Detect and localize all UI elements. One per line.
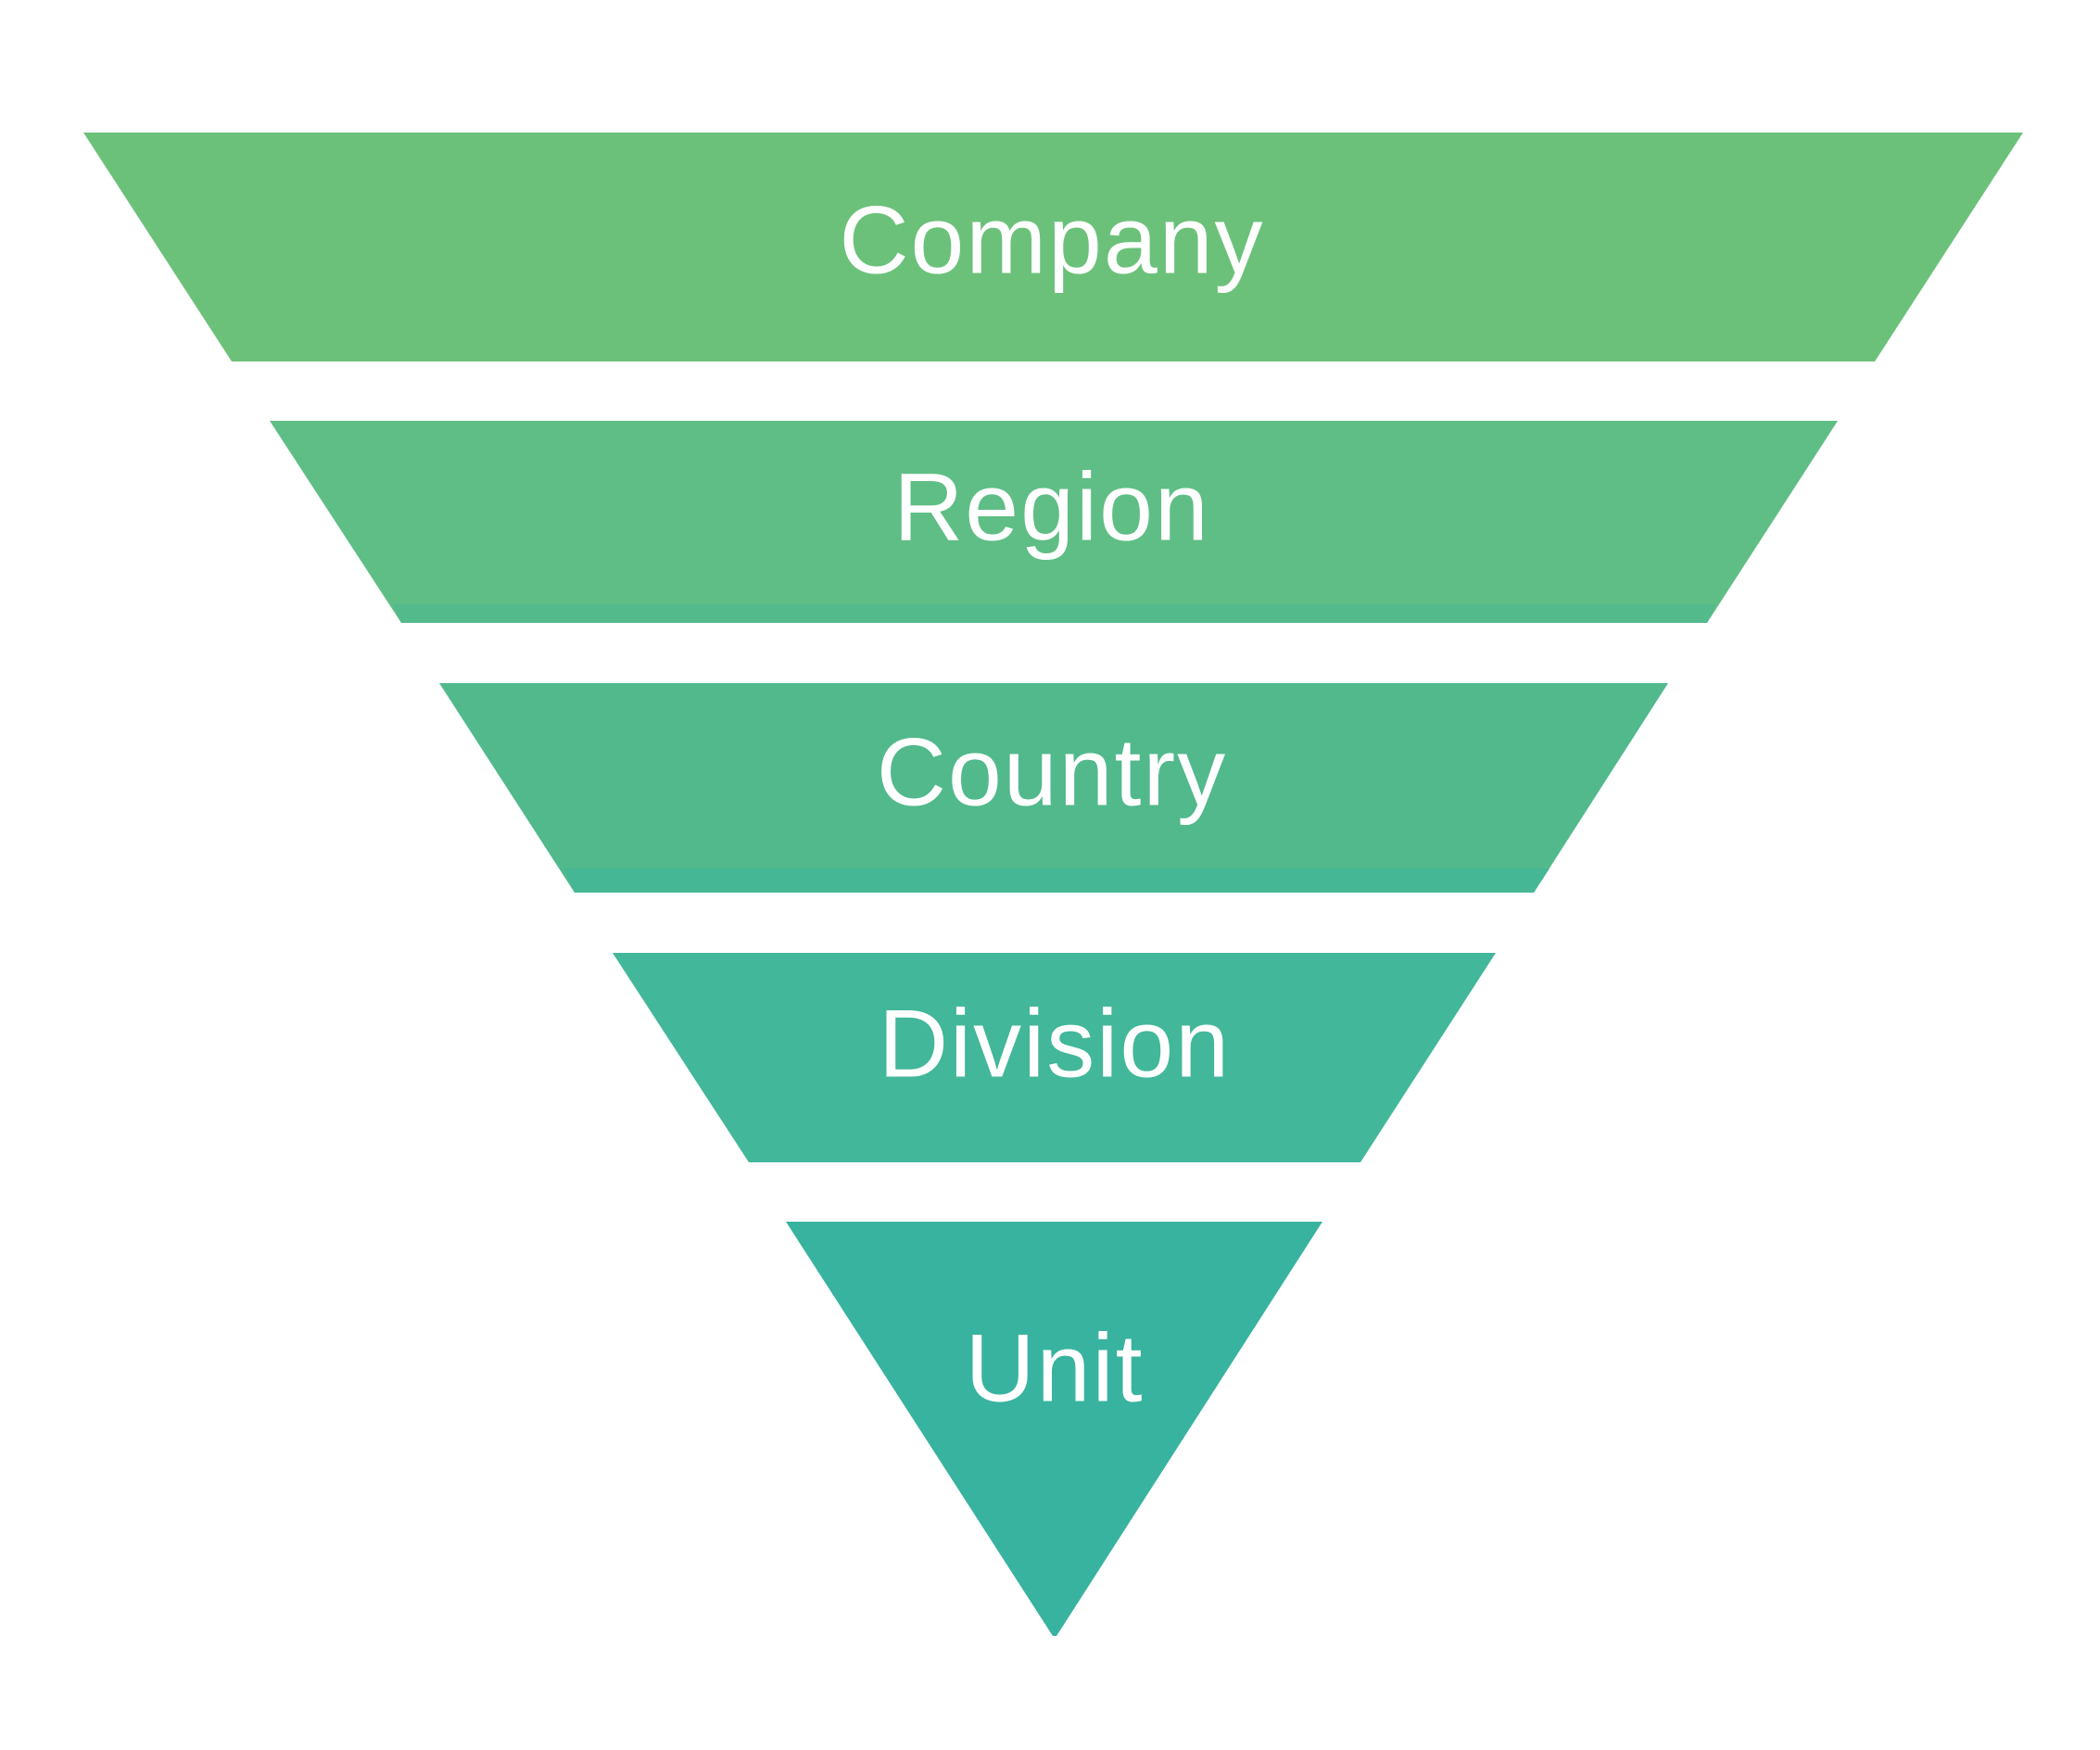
level-label-country: Country bbox=[877, 718, 1227, 826]
level-label-division: Division bbox=[879, 990, 1231, 1097]
funnel-level-region: Region bbox=[270, 421, 1838, 623]
funnel-level-company: Company bbox=[83, 133, 2023, 361]
funnel-level-country: Country bbox=[439, 683, 1668, 893]
funnel-shape-unit bbox=[786, 1222, 1322, 1636]
level-label-company: Company bbox=[839, 186, 1264, 294]
funnel-shape-company bbox=[83, 133, 2023, 361]
funnel-shape-region bbox=[270, 421, 1838, 623]
funnel-level-division: Division bbox=[613, 953, 1496, 1162]
level-label-region: Region bbox=[893, 453, 1210, 561]
funnel-edge-country bbox=[563, 869, 1550, 893]
funnel-shape-country bbox=[439, 683, 1668, 893]
funnel-edge-region bbox=[393, 604, 1715, 623]
level-label-unit: Unit bbox=[966, 1314, 1145, 1422]
funnel-level-unit: Unit bbox=[786, 1222, 1322, 1636]
funnel-shape-division bbox=[613, 953, 1496, 1162]
